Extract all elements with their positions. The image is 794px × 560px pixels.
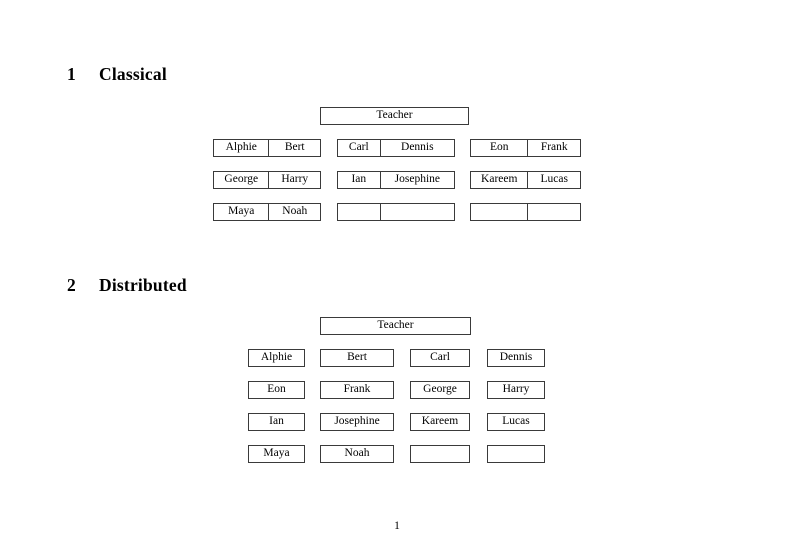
student-box[interactable]: Carl (410, 349, 470, 367)
section-title: Distributed (99, 275, 187, 295)
pair-box[interactable] (337, 203, 455, 221)
pair-cell-right[interactable]: Bert (268, 140, 320, 156)
student-box[interactable] (487, 445, 545, 463)
student-box[interactable]: Eon (248, 381, 305, 399)
pair-cell-left[interactable]: Maya (228, 205, 255, 218)
student-box[interactable]: Alphie (248, 349, 305, 367)
pair-cell-right[interactable] (379, 204, 454, 220)
student-box[interactable]: Dennis (487, 349, 545, 367)
pair-cell-right[interactable]: Josephine (379, 172, 454, 188)
pair-box[interactable]: Maya Noah (213, 203, 321, 221)
pair-cell-right[interactable]: Noah (268, 204, 320, 220)
pair-cell-left[interactable]: Alphie (225, 141, 257, 154)
section-heading-distributed: 2 Distributed (67, 275, 187, 295)
pair-box[interactable]: Carl Dennis (337, 139, 455, 157)
pair-cell-left[interactable] (471, 204, 527, 220)
student-box[interactable]: Maya (248, 445, 305, 463)
pair-cell-right[interactable]: Lucas (527, 172, 580, 188)
pair-box[interactable]: George Harry (213, 171, 321, 189)
student-box[interactable]: Lucas (487, 413, 545, 431)
pair-box[interactable]: Alphie Bert (213, 139, 321, 157)
pair-box[interactable]: Ian Josephine (337, 171, 455, 189)
student-box[interactable]: Noah (320, 445, 394, 463)
teacher-box-classical[interactable]: Teacher (320, 107, 469, 125)
page-number: 1 (394, 520, 400, 532)
student-box[interactable]: Bert (320, 349, 394, 367)
teacher-box-distributed[interactable]: Teacher (320, 317, 471, 335)
pair-cell-left[interactable]: Carl (348, 141, 369, 154)
student-box[interactable]: George (410, 381, 470, 399)
pair-cell-right[interactable] (527, 204, 580, 220)
pair-box[interactable] (470, 203, 581, 221)
student-box[interactable]: Josephine (320, 413, 394, 431)
pair-cell-left[interactable]: Ian (351, 173, 367, 186)
student-box[interactable]: Frank (320, 381, 394, 399)
student-box[interactable]: Ian (248, 413, 305, 431)
student-box[interactable]: Kareem (410, 413, 470, 431)
pair-cell-left[interactable]: George (224, 173, 259, 186)
pair-cell-right[interactable]: Dennis (379, 140, 454, 156)
pair-box[interactable]: Kareem Lucas (470, 171, 581, 189)
section-number: 1 (67, 64, 76, 84)
student-box[interactable] (410, 445, 470, 463)
pair-cell-right[interactable]: Harry (268, 172, 320, 188)
pair-cell-left[interactable]: Eon (489, 141, 509, 154)
section-number: 2 (67, 275, 76, 295)
pair-cell-left[interactable]: Kareem (481, 173, 518, 186)
pair-box[interactable]: Eon Frank (470, 139, 581, 157)
pair-cell-left[interactable] (338, 204, 380, 220)
student-box[interactable]: Harry (487, 381, 545, 399)
section-heading-classical: 1 Classical (67, 64, 167, 84)
pair-cell-right[interactable]: Frank (527, 140, 580, 156)
section-title: Classical (99, 64, 167, 84)
